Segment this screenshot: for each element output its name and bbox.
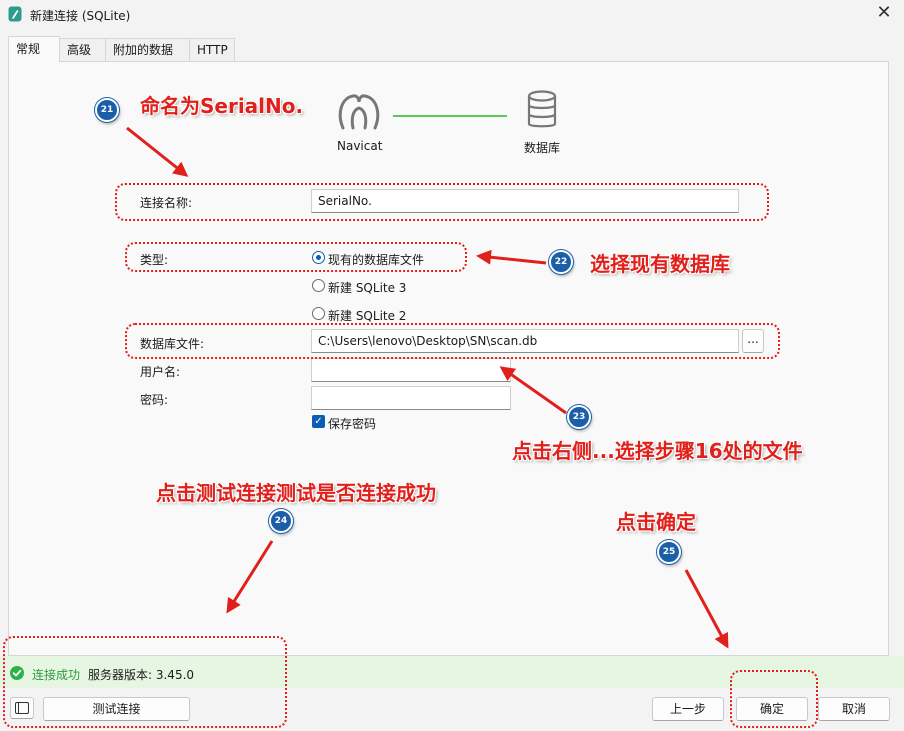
status-bar — [0, 656, 904, 688]
radio-new-sqlite3-label[interactable]: 新建 SQLite 3 — [328, 281, 407, 295]
highlight-ok — [730, 670, 818, 728]
db-file-label: 数据库文件: — [140, 337, 205, 351]
db-file-input[interactable]: C:\Users\lenovo\Desktop\SN\scan.db — [311, 329, 739, 353]
connection-name-label: 连接名称: — [140, 196, 193, 210]
close-icon[interactable]: ✕ — [876, 2, 892, 23]
username-input[interactable] — [311, 358, 511, 382]
tab-attached-databases[interactable]: 附加的数据库 — [105, 38, 190, 79]
success-check-icon — [10, 666, 24, 680]
navicat-logo-icon — [338, 94, 380, 130]
radio-existing-db[interactable] — [312, 251, 325, 264]
password-label: 密码: — [140, 393, 169, 407]
tab-advanced[interactable]: 高级 — [59, 38, 106, 62]
navicat-app-icon — [8, 6, 22, 22]
database-icon — [527, 90, 557, 128]
ok-button[interactable]: 确定 — [736, 697, 808, 721]
highlight-test-area — [3, 636, 287, 728]
annotation-25: 点击确定 — [616, 510, 696, 534]
type-label: 类型: — [140, 253, 169, 267]
step-badge-22: 22 — [549, 250, 573, 274]
step-badge-23: 23 — [567, 405, 591, 429]
highlight-connection-name — [115, 183, 769, 221]
highlight-type — [125, 242, 467, 272]
radio-new-sqlite2-label[interactable]: 新建 SQLite 2 — [328, 309, 407, 323]
radio-existing-db-label[interactable]: 现有的数据库文件 — [328, 253, 425, 267]
tab-http[interactable]: HTTP — [189, 38, 235, 62]
radio-new-sqlite2[interactable] — [312, 307, 325, 320]
title-bar: 新建连接 (SQLite) ✕ — [0, 0, 904, 30]
cancel-button[interactable]: 取消 — [818, 697, 890, 721]
password-input[interactable] — [311, 386, 511, 410]
step-badge-21: 21 — [95, 98, 119, 122]
test-connection-button[interactable]: 测试连接 — [43, 697, 190, 721]
save-password-label[interactable]: 保存密码 — [328, 417, 377, 431]
highlight-db-file — [125, 323, 780, 359]
annotation-21: 命名为SerialNo. — [140, 94, 304, 118]
annotation-24: 点击测试连接测试是否连接成功 — [156, 481, 436, 505]
server-label: 数据库 — [523, 141, 560, 155]
connection-name-input[interactable]: SerialNo. — [311, 189, 739, 213]
connection-line — [393, 115, 507, 117]
status-text: 连接成功 — [32, 668, 81, 682]
step-badge-24: 24 — [269, 509, 293, 533]
username-label: 用户名: — [140, 365, 181, 379]
window-title: 新建连接 (SQLite) — [30, 9, 131, 23]
client-label: Navicat — [337, 139, 383, 153]
back-button[interactable]: 上一步 — [652, 697, 724, 721]
sidebar-toggle-icon[interactable] — [10, 697, 34, 719]
annotation-23: 点击右侧...选择步骤16处的文件 — [512, 439, 803, 463]
browse-button[interactable]: ... — [742, 329, 764, 353]
step-badge-25: 25 — [657, 540, 681, 564]
server-version-text: 服务器版本: 3.45.0 — [88, 668, 195, 682]
annotation-22: 选择现有数据库 — [590, 252, 730, 276]
radio-new-sqlite3[interactable] — [312, 279, 325, 292]
save-password-checkbox[interactable]: ✓ — [312, 415, 325, 428]
tab-general[interactable]: 常规 — [8, 36, 60, 62]
